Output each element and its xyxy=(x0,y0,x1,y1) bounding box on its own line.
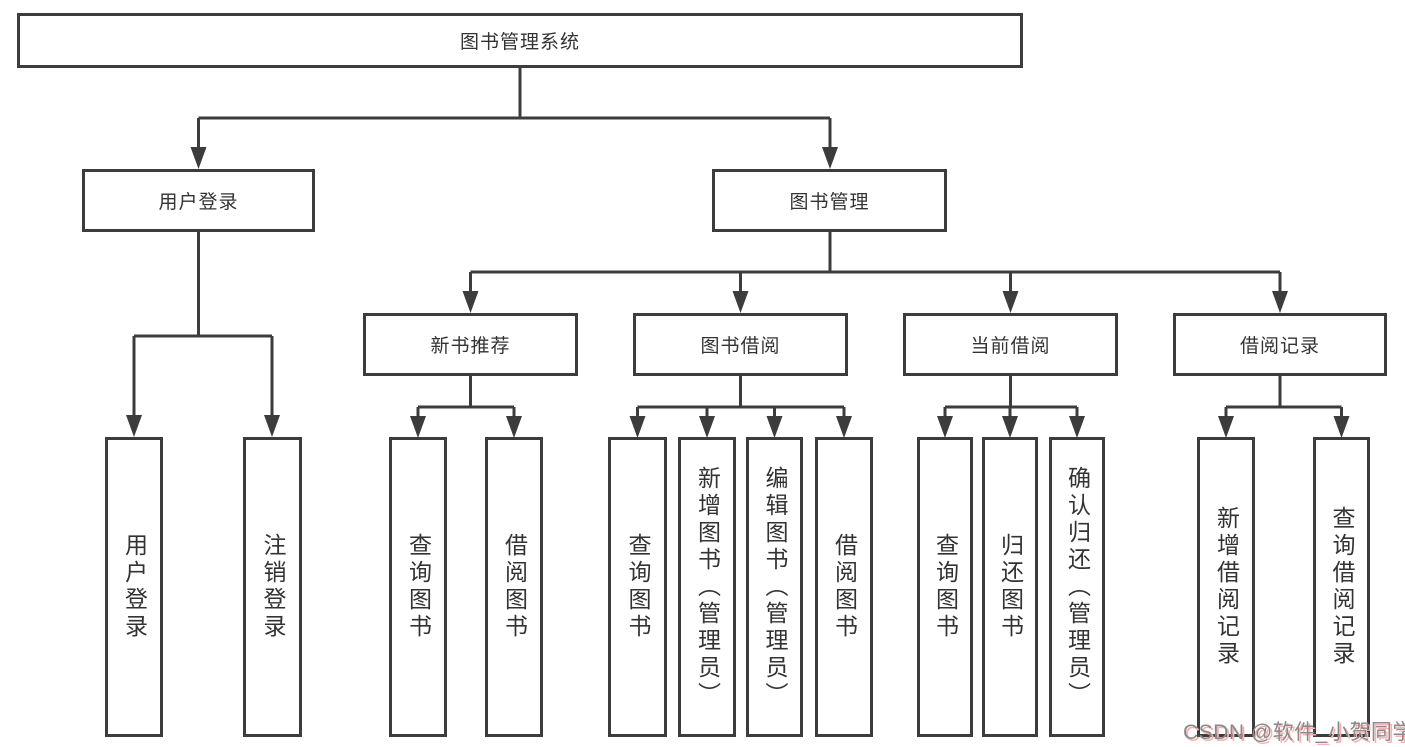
arrow-down-icon xyxy=(410,416,426,438)
node-leaf-bb-edit-book-admin: 编辑图书（管理员） xyxy=(746,437,803,737)
node-root: 图书管理系统 xyxy=(17,13,1023,68)
arrow-down-icon xyxy=(629,416,646,438)
arrow-down-icon xyxy=(1069,416,1085,438)
node-leaf-nb-borrow-book: 借阅图书 xyxy=(485,437,543,737)
csdn-watermark: CSDN @软件_小贺同学 xyxy=(1183,721,1405,744)
arrow-down-icon xyxy=(1002,416,1018,438)
arrow-down-icon xyxy=(937,416,953,438)
arrow-down-icon xyxy=(462,291,479,313)
arrow-down-icon xyxy=(766,416,783,438)
node-leaf-bb-query-book: 查询图书 xyxy=(608,437,667,737)
node-user-login: 用户登录 xyxy=(82,169,315,232)
arrow-down-icon xyxy=(126,415,142,437)
arrow-down-icon xyxy=(836,416,852,438)
node-leaf-nb-query-book: 查询图书 xyxy=(389,437,447,737)
node-leaf-cb-return-book: 归还图书 xyxy=(982,437,1038,737)
arrow-down-icon xyxy=(190,147,207,169)
node-current-borrow: 当前借阅 xyxy=(903,313,1118,376)
node-leaf-br-query-record: 查询借阅记录 xyxy=(1313,437,1370,737)
node-book-mgmt: 图书管理 xyxy=(712,169,947,232)
node-leaf-bb-add-book-admin: 新增图书（管理员） xyxy=(678,437,736,737)
node-leaf-cb-confirm-return-admin: 确认归还（管理员） xyxy=(1049,437,1105,737)
arrow-down-icon xyxy=(1218,416,1234,438)
arrow-down-icon xyxy=(1272,291,1288,313)
node-borrow-record: 借阅记录 xyxy=(1173,313,1387,376)
arrow-down-icon xyxy=(264,415,280,437)
node-leaf-user-login: 用户登录 xyxy=(105,437,163,737)
node-leaf-br-add-record: 新增借阅记录 xyxy=(1197,437,1255,737)
node-book-borrow: 图书借阅 xyxy=(633,313,848,376)
arrow-down-icon xyxy=(1002,291,1019,313)
arrow-down-icon xyxy=(1333,416,1350,438)
node-leaf-cb-query-book: 查询图书 xyxy=(917,437,973,737)
arrow-down-icon xyxy=(699,416,715,438)
arrow-down-icon xyxy=(732,291,749,313)
arrow-down-icon xyxy=(822,147,838,169)
node-leaf-bb-borrow-book: 借阅图书 xyxy=(815,437,873,737)
node-leaf-logout: 注销登录 xyxy=(243,437,302,737)
node-new-book-rec: 新书推荐 xyxy=(363,313,578,376)
arrow-down-icon xyxy=(506,416,522,438)
